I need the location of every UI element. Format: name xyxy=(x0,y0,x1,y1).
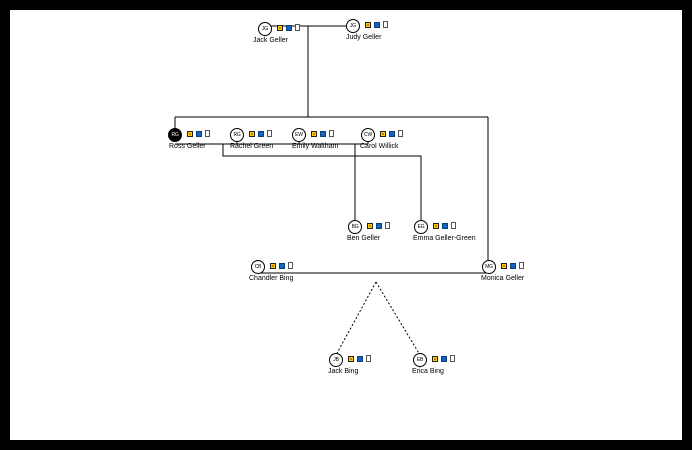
edit-icon[interactable] xyxy=(196,131,202,137)
avatar[interactable]: CB xyxy=(251,260,265,274)
document-icon[interactable] xyxy=(451,222,456,229)
edit-icon[interactable] xyxy=(389,131,395,137)
add-relative-icon[interactable] xyxy=(187,131,193,137)
person-name: Ben Geller xyxy=(347,235,381,242)
family-tree-canvas: JG Jack Geller JG Judy Geller RG Ross Ge… xyxy=(10,10,682,440)
add-relative-icon[interactable] xyxy=(348,356,354,362)
avatar[interactable]: EG xyxy=(414,220,428,234)
person-name: Ross Geller xyxy=(169,143,206,150)
avatar[interactable]: JG xyxy=(346,19,360,33)
add-relative-icon[interactable] xyxy=(277,25,283,31)
add-relative-icon[interactable] xyxy=(365,22,371,28)
add-relative-icon[interactable] xyxy=(501,263,507,269)
avatar[interactable]: CW xyxy=(361,128,375,142)
edit-icon[interactable] xyxy=(320,131,326,137)
add-relative-icon[interactable] xyxy=(270,263,276,269)
edit-icon[interactable] xyxy=(376,223,382,229)
person-name: Judy Geller xyxy=(346,34,382,41)
document-icon[interactable] xyxy=(519,262,524,269)
edit-icon[interactable] xyxy=(442,223,448,229)
document-icon[interactable] xyxy=(329,130,334,137)
person-name: Carol Willick xyxy=(360,143,399,150)
avatar[interactable]: RG xyxy=(230,128,244,142)
edit-icon[interactable] xyxy=(286,25,292,31)
avatar[interactable]: MG xyxy=(482,260,496,274)
avatar[interactable]: EB xyxy=(413,353,427,367)
avatar[interactable]: EW xyxy=(292,128,306,142)
person-name: Emily Waltham xyxy=(292,143,339,150)
person-name: Chandler Bing xyxy=(249,275,294,282)
person-name: Jack Bing xyxy=(328,368,359,375)
add-relative-icon[interactable] xyxy=(432,356,438,362)
edit-icon[interactable] xyxy=(374,22,380,28)
edit-icon[interactable] xyxy=(357,356,363,362)
person-name: Rachel Green xyxy=(230,143,274,150)
edit-icon[interactable] xyxy=(441,356,447,362)
edit-icon[interactable] xyxy=(279,263,285,269)
child-line-emma xyxy=(222,144,422,222)
edit-icon[interactable] xyxy=(258,131,264,137)
person-name: Emma Geller-Green xyxy=(413,235,476,242)
person-name: Monica Geller xyxy=(481,275,525,282)
document-icon[interactable] xyxy=(385,222,390,229)
document-icon[interactable] xyxy=(267,130,272,137)
avatar[interactable]: JB xyxy=(329,353,343,367)
avatar[interactable]: RG xyxy=(168,128,182,142)
document-icon[interactable] xyxy=(288,262,293,269)
person-name: Jack Geller xyxy=(253,37,289,44)
person-name: Erica Bing xyxy=(412,368,444,375)
document-icon[interactable] xyxy=(366,355,371,362)
avatar[interactable]: JG xyxy=(258,22,272,36)
add-relative-icon[interactable] xyxy=(380,131,386,137)
adoption-line-jack-bing xyxy=(335,281,377,356)
avatar[interactable]: BG xyxy=(348,220,362,234)
document-icon[interactable] xyxy=(205,130,210,137)
add-relative-icon[interactable] xyxy=(311,131,317,137)
document-icon[interactable] xyxy=(398,130,403,137)
add-relative-icon[interactable] xyxy=(367,223,373,229)
document-icon[interactable] xyxy=(295,24,300,31)
document-icon[interactable] xyxy=(450,355,455,362)
document-icon[interactable] xyxy=(383,21,388,28)
adoption-line-erica-bing xyxy=(375,281,421,356)
add-relative-icon[interactable] xyxy=(249,131,255,137)
add-relative-icon[interactable] xyxy=(433,223,439,229)
edit-icon[interactable] xyxy=(510,263,516,269)
